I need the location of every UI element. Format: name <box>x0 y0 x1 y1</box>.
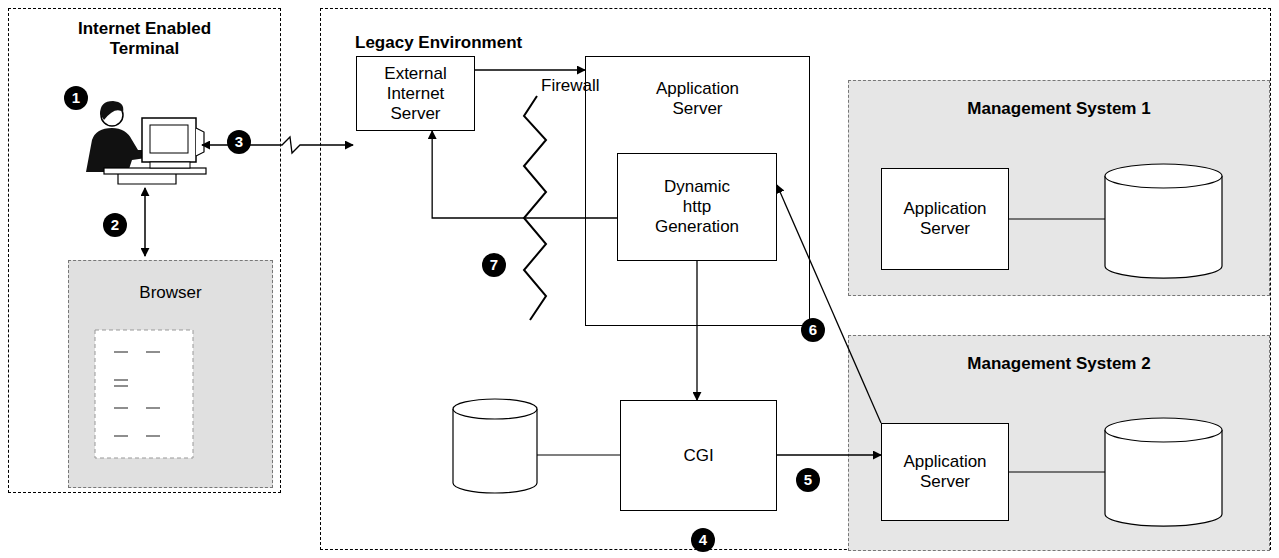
monitor <box>142 118 196 162</box>
server-box: Application Server <box>881 168 1009 270</box>
database-cylinder <box>453 409 537 493</box>
keyboard <box>150 162 190 168</box>
user-head <box>101 104 123 126</box>
browser-panel: Browser <box>68 260 273 488</box>
region-title: Legacy Environment <box>355 33 522 53</box>
box-label: Application Server <box>890 199 1000 239</box>
callout-number: 3 <box>227 130 251 154</box>
region-title: Management System 1 <box>967 99 1150 119</box>
legacy-region: Legacy EnvironmentExternal Internet Serv… <box>320 8 1271 550</box>
firewall-zigzag <box>524 96 546 320</box>
server-box: Application ServerDynamic http Generatio… <box>585 56 810 326</box>
user-body <box>86 128 146 172</box>
server-box: External Internet Server <box>356 56 475 131</box>
callout-number: 4 <box>691 528 715 552</box>
firewall-label: Firewall <box>541 76 600 96</box>
system-panel: Management System 1 Application Server <box>848 80 1270 296</box>
terminal-base <box>118 174 176 184</box>
system-panel: Management System 2 Application Server <box>848 335 1270 551</box>
box-label: CGI <box>683 446 713 466</box>
monitor-screen <box>150 125 188 153</box>
flow-arrow <box>475 69 585 70</box>
box-label: Application Server <box>642 79 754 119</box>
box-label: Browser <box>139 283 201 303</box>
terminal-region: Internet Enabled TerminalBrowser <box>8 8 281 493</box>
db-link <box>537 454 620 455</box>
database-top <box>453 399 537 419</box>
generator-box: Dynamic http Generation <box>617 153 777 261</box>
box-label: Dynamic http Generation <box>648 177 746 237</box>
callout-number: 2 <box>103 213 127 237</box>
callout-number: 1 <box>64 86 88 110</box>
box-label: Application Server <box>890 452 1000 492</box>
user-figure <box>86 101 206 184</box>
box-label: External Internet Server <box>366 64 466 124</box>
region-title: Management System 2 <box>967 354 1150 374</box>
user-hair <box>100 101 123 120</box>
callout-number: 5 <box>796 468 820 492</box>
server-box: Application Server <box>881 423 1009 521</box>
monitor-back <box>196 128 204 156</box>
user-browser-arrow <box>144 188 146 256</box>
desk <box>104 168 206 174</box>
callout-number: 7 <box>482 253 506 277</box>
internet-link <box>202 137 353 153</box>
callout-number: 6 <box>801 318 825 342</box>
region-title: Internet Enabled Terminal <box>45 19 245 59</box>
cgi-box: CGI <box>620 400 777 511</box>
